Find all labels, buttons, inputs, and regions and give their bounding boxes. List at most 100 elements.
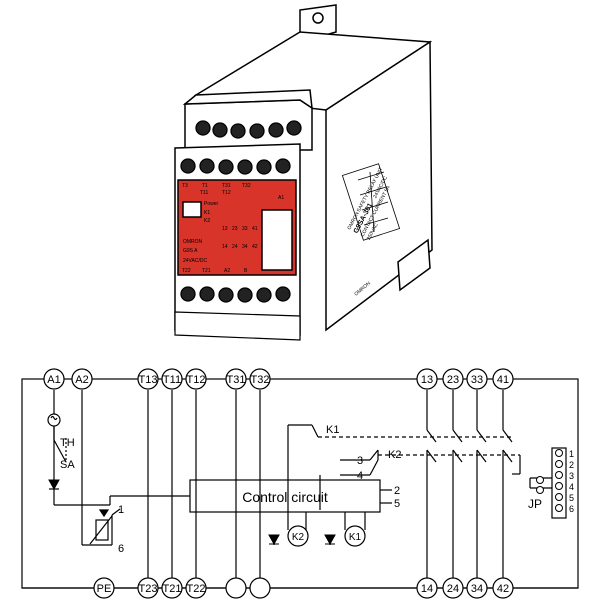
screw-icon [275, 158, 291, 174]
terminal-24 [442, 577, 464, 599]
contact-label-34: 34 [242, 244, 248, 250]
terminal-label-t21: T21 [163, 583, 182, 595]
side-label: OMRON SAFETY RELAY UNIT G9SA-301 24VAC/D… [346, 167, 392, 242]
terminal-label-t31: T31 [227, 374, 246, 386]
terminal-label-13: 13 [421, 374, 433, 386]
din-rail-foot [397, 238, 431, 292]
terminal-23 [442, 368, 464, 390]
indicator-k2-label: K2 [204, 218, 210, 224]
front-label-t3: T3 [182, 183, 188, 189]
label-k1-contact: K1 [326, 424, 339, 436]
pin-label-4: 4 [357, 470, 363, 482]
screw-icon [256, 159, 272, 175]
front-label-b: B [244, 268, 248, 274]
front-label-t32: T32 [242, 183, 251, 189]
terminal-label-t11: T11 [163, 374, 181, 386]
upper-terminal-block-top [182, 89, 313, 110]
contact-label-33: 33 [242, 226, 248, 232]
terminal-a2 [71, 368, 93, 390]
front-label-square [182, 201, 202, 218]
schematic-frame [21, 378, 579, 589]
screw-icon [256, 287, 272, 303]
coil-k2 [287, 525, 309, 547]
wiring-schematic [21, 378, 579, 589]
screw-icon [268, 122, 284, 138]
jumper-pins [536, 449, 563, 512]
screw-icon [212, 122, 228, 138]
terminal-t22 [185, 577, 207, 599]
jumper-pin-4: 4 [569, 482, 574, 492]
front-label-t11: T11 [200, 190, 208, 196]
front-label-t22: T22 [182, 268, 191, 274]
terminal-label-t32: T32 [251, 374, 270, 386]
terminal-t31 [225, 368, 247, 390]
jumper-pin-1: 1 [569, 449, 574, 459]
terminal-label-34: 34 [471, 583, 483, 595]
mounting-screw-icon [312, 12, 324, 24]
contact-label-23: 23 [232, 226, 238, 232]
indicator-power-label: Power [204, 201, 219, 207]
terminal-label-23: 23 [447, 374, 459, 386]
control-circuit-label: Control circuit [242, 489, 328, 505]
pin-label-6: 6 [118, 543, 124, 555]
screw-icon [218, 287, 234, 303]
jumper-pin-3: 3 [569, 471, 574, 481]
terminal-label-pe: PE [97, 583, 112, 595]
pin-label-1: 1 [118, 504, 124, 516]
front-label-a2: A2 [224, 268, 230, 274]
terminal-41 [492, 368, 514, 390]
front-brand: OMRON [183, 239, 203, 245]
screw-icon [199, 158, 215, 174]
led-icon [268, 534, 280, 546]
label-th: TH [60, 437, 75, 449]
terminal-label-33: 33 [471, 374, 483, 386]
screw-icon [180, 286, 196, 302]
pin-label-5: 5 [394, 498, 400, 510]
screw-icon [218, 159, 234, 175]
terminal-label-42: 42 [497, 583, 509, 595]
led-icon [324, 534, 336, 546]
terminal-label-a1: A1 [47, 374, 60, 386]
terminal-label-14: 14 [421, 583, 433, 595]
top-terminal-row [43, 368, 514, 390]
terminal-label-t23: T23 [139, 583, 158, 595]
terminal-t13 [137, 368, 159, 390]
jumper-pin-2: 2 [569, 460, 574, 470]
front-window [261, 209, 293, 271]
front-label-a1: A1 [278, 195, 284, 201]
varistor-symbol [89, 509, 113, 545]
front-panel-labels: T3 T1 T31 T32 A1 T11 T12 Power K1 K2 13 … [182, 183, 284, 274]
terminal-a1 [43, 368, 65, 390]
terminal-33 [466, 368, 488, 390]
terminal-label-t22: T22 [187, 583, 206, 595]
terminal-label-24: 24 [447, 583, 459, 595]
diode-icon [48, 479, 60, 491]
coil-label-k2: K2 [292, 532, 305, 543]
terminal-13 [416, 368, 438, 390]
contact-label-41: 41 [252, 226, 258, 232]
screw-icon [195, 120, 211, 136]
front-label-t1: T1 [202, 183, 208, 189]
front-bottom-screw-row [180, 286, 291, 303]
terminal-34 [466, 577, 488, 599]
pin-label-2: 2 [394, 485, 400, 497]
terminal-t23 [137, 577, 159, 599]
front-label-t31: T31 [222, 183, 231, 189]
bottom-terminal-row [93, 577, 514, 599]
relay-unit-illustration [174, 4, 433, 336]
screw-icon [275, 286, 291, 302]
lower-terminal-block [174, 311, 301, 341]
side-label-sketch [341, 163, 401, 241]
thermal-icon [47, 413, 61, 427]
screw-icon [230, 123, 246, 139]
screw-icon [237, 287, 253, 303]
terminal-t12 [185, 368, 207, 390]
screw-icon [180, 158, 196, 174]
coil-label-k1: K1 [349, 532, 362, 543]
front-label-t12: T12 [222, 190, 231, 196]
contact-label-14: 14 [222, 244, 228, 250]
contact-label-13: 13 [222, 226, 228, 232]
terminal-unlabeled-2 [249, 577, 271, 599]
front-top-screw-row [180, 158, 291, 175]
